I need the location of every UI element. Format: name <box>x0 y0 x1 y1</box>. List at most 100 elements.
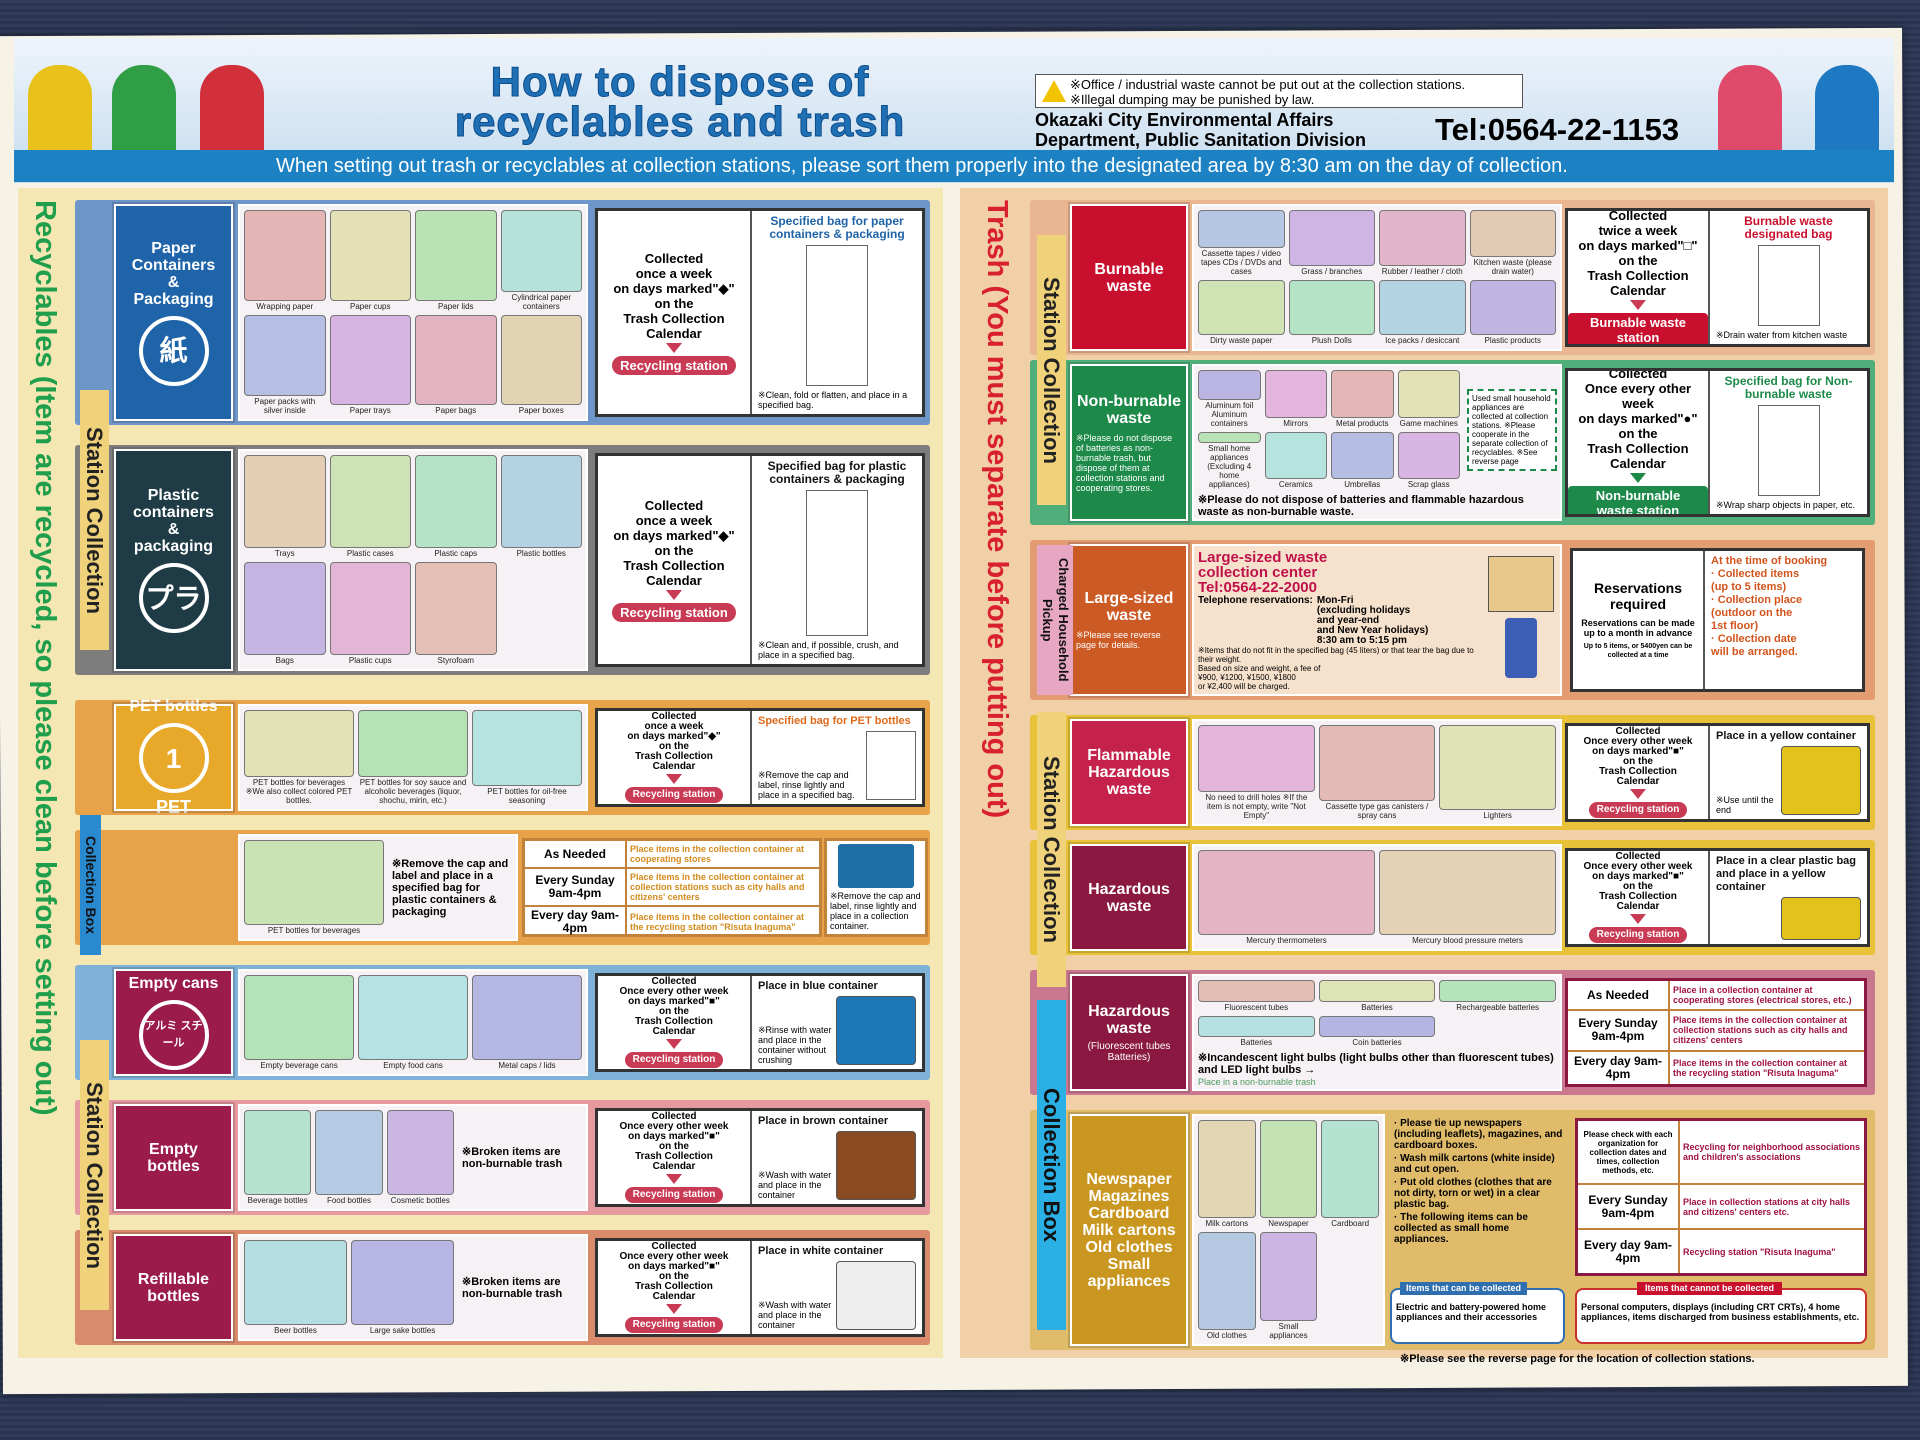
item-label: Dirty waste paper <box>1210 336 1273 345</box>
item-picture <box>1259 1232 1318 1321</box>
item-picture <box>1439 725 1556 810</box>
station-badge: Recycling station <box>624 1187 724 1203</box>
item-picture <box>358 710 468 777</box>
schedule-line: on days marked"◆" <box>627 731 721 742</box>
schedule-line: Calendar <box>1616 901 1660 912</box>
fee-note: ※Items that do not fit in the specified … <box>1198 646 1474 664</box>
schedule-line: on the <box>1623 756 1653 767</box>
category-label: Magazines <box>1088 1187 1170 1205</box>
schedule-what: Place items in the collection container … <box>625 907 819 937</box>
container-row: ※Remove the cap and label, rinse lightly… <box>758 728 916 800</box>
category-label: Hazardous <box>1088 1002 1170 1020</box>
item-label: Grass / branches <box>1301 266 1363 276</box>
instruction-strip: When setting out trash or recyclables at… <box>14 150 1894 182</box>
item: Umbrellas <box>1330 431 1395 491</box>
item-label: Paper bags <box>435 406 477 415</box>
item-label: Scrap glass <box>1407 480 1450 489</box>
item: Paper cups <box>329 209 413 312</box>
item: No need to drill holes ※If the item is n… <box>1197 724 1316 821</box>
specified-bag-image <box>1757 245 1820 326</box>
item: PET bottles for beverages <box>243 839 385 936</box>
can-collect-label: Items that can be collected <box>1400 1282 1528 1295</box>
booking-line: (outdoor on the <box>1711 607 1793 619</box>
item: Cassette tapes / video tapes CDs / DVDs … <box>1197 209 1286 277</box>
trash-side-title: Trash (You must separate before putting … <box>981 200 1013 819</box>
item-label: Paper lids <box>437 301 474 311</box>
container-heading: Specified bag for PET bottles <box>758 715 911 727</box>
item-label: Empty food cans <box>383 1061 443 1070</box>
items-body: PET bottles for beverages※Remove the cap… <box>240 836 516 939</box>
footer-note: ※Please see the reverse page for the loc… <box>1400 1353 1755 1365</box>
station-badge: Recycling station <box>1588 802 1688 818</box>
item-picture <box>329 562 411 655</box>
item: Metal products <box>1330 369 1395 429</box>
item-picture <box>329 210 411 301</box>
item-remark-column: ※Broken items are non-burnable trash <box>458 1106 586 1209</box>
container-note: ※Remove the cap and label, rinse lightly… <box>830 891 921 931</box>
item-picture <box>1288 279 1375 335</box>
down-arrow-icon <box>1630 789 1646 799</box>
item-picture <box>500 455 582 548</box>
item-picture <box>1469 210 1556 257</box>
item-remark-column: ※Remove the cap and label and place in a… <box>388 836 516 939</box>
down-arrow-icon <box>1630 914 1646 924</box>
schedule-line: Collected <box>1608 368 1668 381</box>
container-row: ※Wash with water and place in the contai… <box>758 1258 916 1330</box>
container-note: ※Remove the cap and label, rinse lightly… <box>758 770 855 800</box>
item: Beer bottles <box>243 1239 348 1336</box>
schedule-when: Every Sunday 9am-4pm <box>1588 1192 1668 1220</box>
item: Dirty waste paper <box>1197 279 1286 347</box>
down-arrow-icon <box>666 1304 682 1314</box>
category-label: Burnable <box>1094 260 1164 278</box>
item-label: Kitchen waste (please drain water) <box>1473 257 1552 276</box>
category-label: waste <box>1106 277 1152 295</box>
schedule-line: Collected <box>651 1241 697 1252</box>
category-label: Paper <box>151 239 196 257</box>
station-badge: Recycling station <box>612 603 736 622</box>
item-label: Rubber / leather / cloth <box>1381 266 1463 276</box>
item: Kitchen waste (please drain water) <box>1469 209 1558 277</box>
container-instructions: Specified bag for PET bottles ※Remove the… <box>750 711 922 804</box>
group-label: Station Collection <box>80 390 109 650</box>
item-picture <box>1264 370 1327 418</box>
item: Beverage bottles <box>243 1109 312 1206</box>
booking-line: · Collected items <box>1711 568 1800 580</box>
item-label: Mirrors <box>1283 418 1309 428</box>
department-line: Okazaki City Environmental Affairs <box>1035 110 1334 130</box>
container-note: ※Rinse with water and place in the conta… <box>758 1025 832 1065</box>
category-label: waste <box>1106 897 1152 915</box>
category-label: Packaging <box>133 290 214 308</box>
items-pet: PET bottles for beverages ※We also colle… <box>238 704 588 811</box>
schedule-line: Once every other week <box>1583 736 1693 747</box>
item-remark-column: ※Broken items are non-burnable trash <box>458 1236 586 1339</box>
item: PET bottles for beverages ※We also colle… <box>243 709 355 806</box>
item-picture <box>1379 279 1466 335</box>
item-label: Old clothes <box>1206 1331 1247 1340</box>
item-picture <box>1198 1120 1256 1218</box>
item: Fluorescent tubes <box>1197 979 1316 1013</box>
category-label: packaging <box>133 538 214 555</box>
item-picture <box>1379 210 1466 266</box>
hours-line: Mon-Fri <box>1316 595 1354 606</box>
item-picture <box>1288 210 1375 266</box>
item-picture <box>244 562 326 655</box>
schedule-line: Trash Collection <box>1599 766 1677 777</box>
item: Rechargeable batteries <box>1438 979 1557 1013</box>
item: Mercury blood pressure meters <box>1378 849 1557 946</box>
items-body: No need to drill holes ※If the item is n… <box>1194 721 1560 824</box>
item-label: Umbrellas <box>1344 480 1381 489</box>
schedule-line: Trash Collection <box>635 751 713 762</box>
schedule-what: Recycling station "Risuta Inaguma" <box>1678 1230 1864 1273</box>
